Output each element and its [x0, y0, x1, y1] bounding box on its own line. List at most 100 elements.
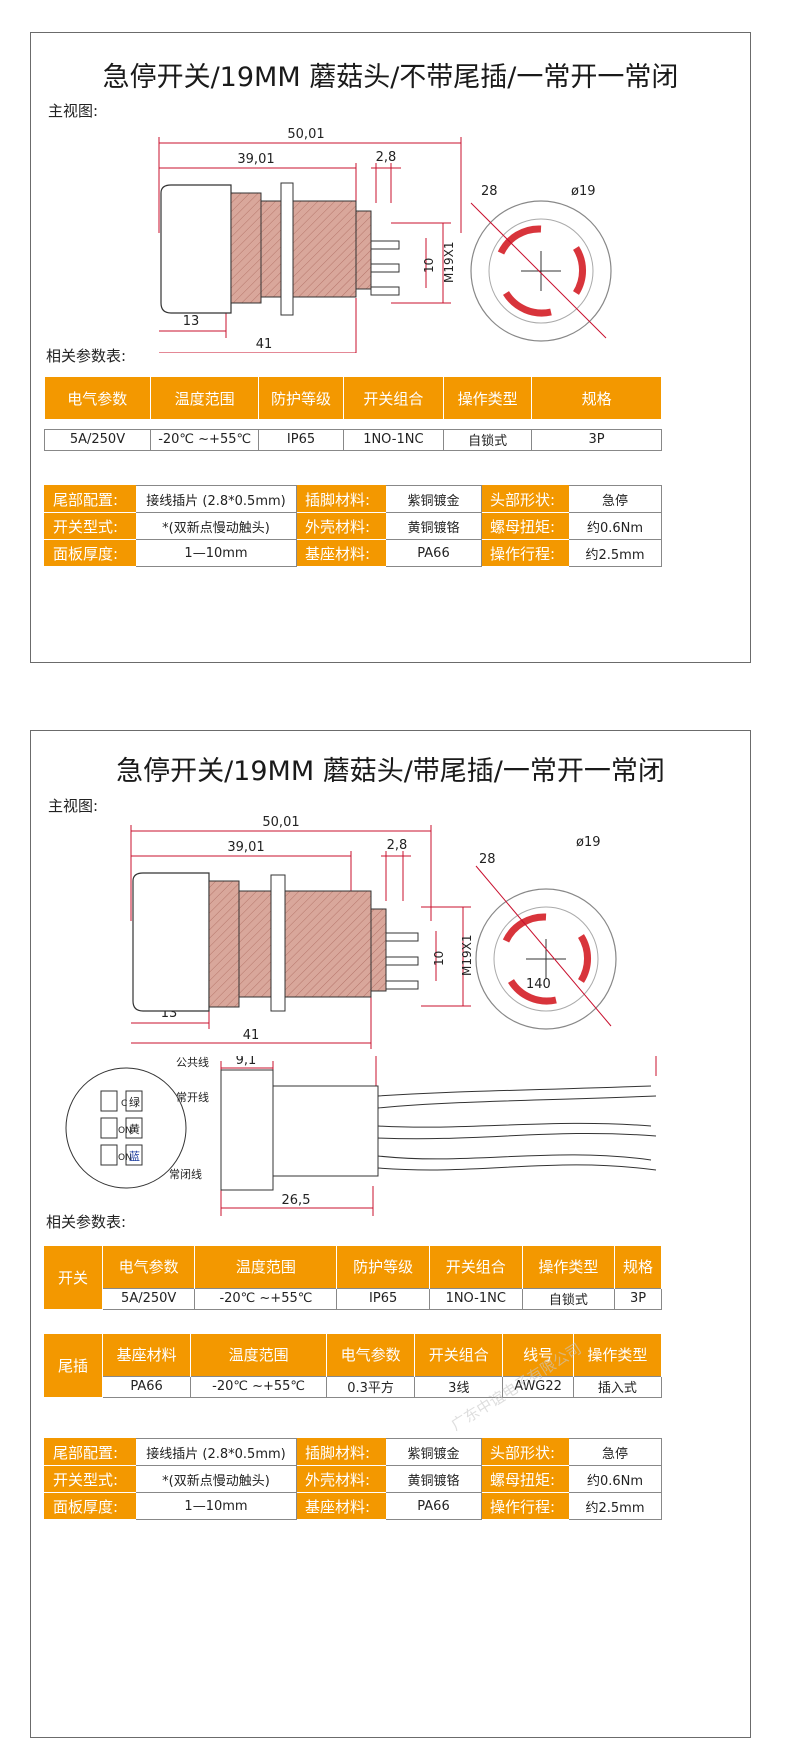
property-key: 尾部配置:: [44, 485, 136, 513]
property-value: 1—10mm: [135, 1492, 297, 1520]
spec-value: -20℃ ~+55℃: [149, 428, 260, 451]
switch-value: -20℃ ~+55℃: [194, 1287, 338, 1310]
terminals: [385, 932, 419, 990]
property-value: 约2.5mm: [568, 1492, 662, 1520]
rotation-arrows: [502, 913, 591, 1005]
side-view-drawing: 50,01 39,01 2,8 13 41 10 M19X1 28 ø19: [130, 815, 617, 1049]
tail-section-label: 尾插: [44, 1334, 103, 1397]
dim-26-5: 26,5: [282, 1193, 311, 1208]
property-row: 面板厚度: 1—10mm 基座材料: PA66 操作行程: 约2.5mm: [44, 539, 662, 567]
nc-line-label: 常闭线: [169, 1167, 202, 1181]
property-value: 约2.5mm: [568, 539, 662, 567]
switch-section-label: 开关: [44, 1246, 103, 1309]
property-key: 外壳材料:: [296, 512, 386, 540]
tail-value: 插入式: [572, 1375, 663, 1398]
tail-header: 开关组合: [414, 1334, 504, 1376]
tail-value: 0.3平方: [325, 1375, 416, 1398]
property-value: PA66: [385, 1492, 482, 1520]
dim-m19: M19X1: [460, 935, 474, 976]
main-view-label: 主视图:: [48, 797, 99, 815]
dim-10: 10: [432, 951, 446, 966]
spec-header-row: 电气参数 温度范围 防护等级 开关组合 操作类型 规格: [44, 377, 662, 419]
bezel: [230, 192, 262, 304]
property-value: 急停: [568, 1438, 662, 1466]
panel-title: 急停开关/19MM 蘑菇头/不带尾插/一常开一常闭: [102, 62, 679, 93]
wire-blue: 蓝: [129, 1150, 140, 1163]
property-key: 操作行程:: [481, 1492, 569, 1520]
dim-r28: 28: [479, 852, 496, 867]
dim-41: 41: [243, 1028, 260, 1043]
plug-pins: [100, 1090, 143, 1166]
tail-header: 操作类型: [573, 1334, 663, 1376]
property-row: 开关型式: *(双新点慢动触头) 外壳材料: 黄铜镀铬 螺母扭矩: 约0.6Nm: [44, 512, 662, 540]
spec-header: 开关组合: [343, 377, 445, 419]
property-key: 螺母扭矩:: [481, 512, 569, 540]
property-value: 黄铜镀铬: [385, 512, 482, 540]
rotation-arrows: [497, 225, 586, 317]
switch-header: 防护等级: [336, 1246, 430, 1288]
switch-value: 3P: [614, 1287, 662, 1310]
wires: [377, 1085, 657, 1171]
spec-value: 5A/250V: [44, 428, 151, 451]
dim-50: 50,01: [262, 815, 299, 830]
spec-value: IP65: [258, 428, 344, 451]
property-value: 1—10mm: [135, 539, 297, 567]
switch-header: 电气参数: [102, 1246, 196, 1288]
spec-table: 电气参数 温度范围 防护等级 开关组合 操作类型 规格 5A/250V -20℃…: [44, 377, 662, 451]
spec-value: 1NO-1NC: [342, 428, 445, 451]
spec-header: 防护等级: [258, 377, 344, 419]
property-key: 头部形状:: [481, 485, 569, 513]
switch-header: 操作类型: [522, 1246, 616, 1288]
dim-m19: M19X1: [442, 242, 456, 283]
dimension-lines: [158, 137, 462, 353]
tail-value: -20℃ ~+55℃: [190, 1375, 327, 1398]
bezel: [208, 880, 240, 1008]
dim-50: 50,01: [287, 127, 324, 142]
spec-header: 规格: [531, 377, 662, 419]
property-value: 约0.6Nm: [568, 1465, 662, 1493]
wire-green: 绿: [129, 1095, 140, 1109]
property-value: *(双新点慢动触头): [135, 1465, 297, 1493]
spec-header: 电气参数: [44, 377, 151, 419]
panel-title: 急停开关/19MM 蘑菇头/带尾插/一常开一常闭: [116, 756, 665, 787]
params-label: 相关参数表:: [46, 347, 127, 365]
dim-13: 13: [183, 314, 200, 329]
property-table: 尾部配置: 接线插片 (2.8*0.5mm) 插脚材料: 紫铜镀金 头部形状: …: [44, 1438, 662, 1520]
terminal-base: [370, 908, 387, 992]
property-table: 尾部配置: 接线插片 (2.8*0.5mm) 插脚材料: 紫铜镀金 头部形状: …: [44, 485, 662, 567]
terminals: [370, 240, 400, 296]
tail-spec-table: 尾插 基座材料 温度范围 电气参数 开关组合 线号 操作类型 PA66 -20℃…: [44, 1334, 663, 1398]
tail-value: AWG22: [502, 1375, 574, 1398]
property-key: 外壳材料:: [296, 1465, 386, 1493]
switch-value: 自锁式: [521, 1287, 616, 1310]
dim-phi19: ø19: [576, 835, 601, 850]
terminal-base: [355, 210, 372, 290]
spec-header: 操作类型: [443, 377, 533, 419]
property-value: 紫铜镀金: [385, 1438, 482, 1466]
property-value: 接线插片 (2.8*0.5mm): [135, 1438, 297, 1466]
dim-41: 41: [256, 337, 273, 352]
dim-39: 39,01: [237, 152, 274, 167]
tail-plug-drawing: C ON ON 绿 黄 蓝 公共线 常开线 常闭线 9,1 26,5: [65, 1056, 657, 1216]
pin-on: ON: [118, 1126, 132, 1136]
tail-header: 基座材料: [102, 1334, 192, 1376]
pin-on-2: ON: [118, 1153, 132, 1163]
property-key: 螺母扭矩:: [481, 1465, 569, 1493]
switch-header: 温度范围: [194, 1246, 338, 1288]
mushroom-head: [132, 872, 210, 1012]
common-line-label: 公共线: [176, 1056, 209, 1069]
spec-value: 自锁式: [442, 428, 533, 451]
pin-c: C: [121, 1099, 127, 1109]
property-key: 开关型式:: [44, 1465, 136, 1493]
property-key: 操作行程:: [481, 539, 569, 567]
property-row: 尾部配置: 接线插片 (2.8*0.5mm) 插脚材料: 紫铜镀金 头部形状: …: [44, 1438, 662, 1466]
plug-housing: [220, 1069, 274, 1191]
property-key: 基座材料:: [296, 1492, 386, 1520]
property-value: PA66: [385, 539, 482, 567]
property-key: 插脚材料:: [296, 485, 386, 513]
side-view-drawing: 50,01 39,01 2,8 13 41 10 M19X1 28 ø19: [158, 127, 612, 353]
wire-yellow: 黄: [129, 1122, 140, 1136]
tail-header: 电气参数: [326, 1334, 416, 1376]
switch-value: 1NO-1NC: [428, 1287, 523, 1310]
switch-header: 开关组合: [429, 1246, 523, 1288]
